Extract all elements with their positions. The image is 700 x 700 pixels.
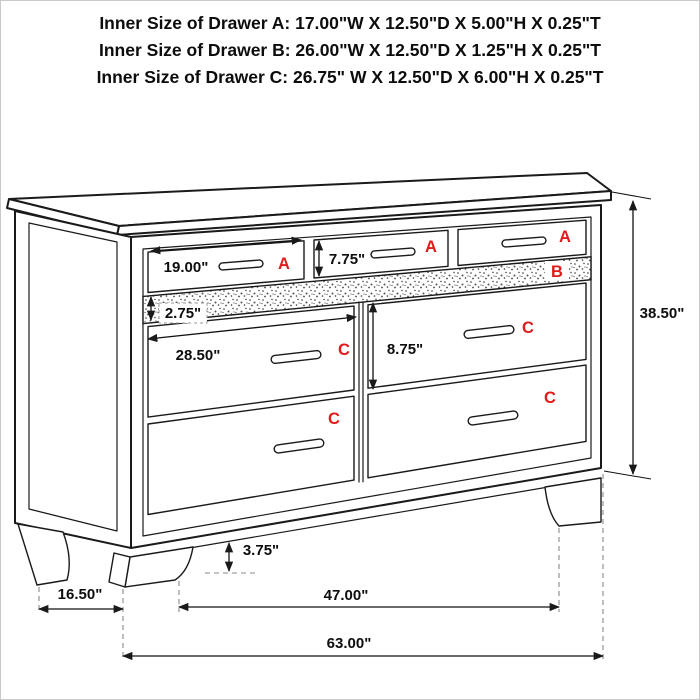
- dim-label-box: [158, 302, 208, 324]
- drawer-letter-a3: A: [559, 228, 571, 246]
- dim-label-foot-height: 3.75": [243, 542, 279, 559]
- drawer-handle: [463, 324, 515, 340]
- drawer-handle: [370, 247, 416, 259]
- drawer-letter-a2: A: [425, 238, 437, 256]
- dimension-labels: 19.00" 7.75" 2.75" 28.50" 8.75" 38.50" 3…: [58, 251, 685, 652]
- drawer-spec-text: Inner Size of Drawer A: 17.00"W X 12.50"…: [1, 10, 699, 91]
- drawer-handle: [467, 410, 519, 426]
- drawer-letter-c-bottom-left: C: [328, 410, 340, 428]
- front-left-foot: [124, 546, 194, 588]
- dim-label-feet-span: 47.00": [324, 587, 369, 604]
- letter-b-backing: [545, 261, 569, 280]
- drawer-handle: [501, 236, 547, 248]
- spec-line-drawer-c: Inner Size of Drawer C: 26.75" W X 12.50…: [96, 67, 604, 87]
- drawer-letter-c-bottom-right: C: [544, 389, 556, 407]
- dim-label-side-depth: 16.50": [58, 586, 103, 603]
- apron-bottom-edge: [130, 477, 602, 559]
- dresser-side-panel-inner-frame: [28, 222, 118, 532]
- dim-label-a-height: 7.75": [329, 251, 365, 268]
- drawer-handle: [218, 259, 264, 271]
- front-right-foot: [544, 477, 602, 527]
- drawer-b-jewelry-strip: [142, 256, 592, 325]
- drawer-letter-labels: A A A B C C C C: [278, 228, 571, 428]
- spec-line-drawer-b: Inner Size of Drawer B: 26.00"W X 12.50"…: [99, 40, 601, 60]
- dim-label-overall-width: 63.00": [327, 635, 372, 652]
- dim-label-b-height: 2.75": [165, 305, 201, 322]
- dresser-front-inner-frame: [142, 216, 592, 537]
- drawer-letter-c-middle-left: C: [338, 341, 350, 359]
- dim-label-c-height: 8.75": [387, 341, 423, 358]
- drawer-letter-b: B: [551, 263, 563, 281]
- drawer-letter-a1: A: [278, 255, 290, 273]
- dim-arrow-a-width: [149, 236, 303, 255]
- dim-label-c-width: 28.50": [176, 347, 221, 364]
- back-left-foot: [17, 523, 70, 586]
- dim-label-overall-height: 38.50": [640, 305, 685, 322]
- dresser-illustration: [6, 172, 612, 588]
- dimension-arrows: [37, 199, 638, 661]
- dim-label-a-width: 19.00": [164, 259, 209, 276]
- dresser-side-panel: [14, 210, 132, 549]
- drawer-handle: [273, 438, 325, 454]
- drawer-handle: [270, 349, 322, 365]
- front-left-foot-side: [108, 552, 131, 588]
- drawer-letter-c-middle-right: C: [522, 319, 534, 337]
- dim-arrow-c-width: [146, 313, 358, 343]
- spec-line-drawer-a: Inner Size of Drawer A: 17.00"W X 12.50"…: [99, 13, 601, 33]
- drawer-c-bottom-left: [147, 395, 355, 516]
